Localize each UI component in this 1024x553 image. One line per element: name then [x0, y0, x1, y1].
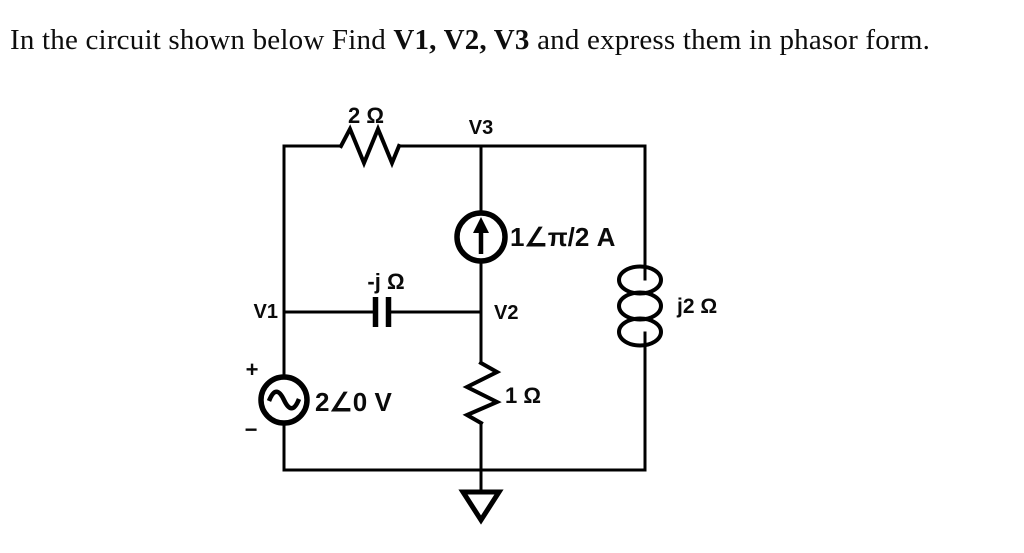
title-bold-variables: V1, V2, V3 [393, 24, 530, 56]
title-prefix: In the circuit shown below Find [10, 24, 394, 56]
label-resistor-2ohm: 2 Ω [348, 103, 384, 128]
title-suffix: and express them in phasor form. [529, 24, 931, 56]
label-inductor: j2 Ω [676, 295, 717, 318]
resistor-1ohm [462, 360, 502, 426]
resistor-2ohm [338, 123, 402, 169]
label-current-source: 1∠π/2 A [510, 222, 616, 252]
current-source [454, 210, 508, 264]
label-voltage-source: 2∠0 V [315, 387, 392, 417]
ground-icon [458, 489, 504, 525]
arrow-up-icon [473, 217, 489, 233]
sine-wave-icon [266, 389, 302, 411]
label-capacitor: -j Ω [367, 269, 404, 294]
label-node-v2: V2 [494, 302, 518, 324]
voltage-source [258, 374, 310, 426]
label-plus-polarity: + [246, 357, 259, 382]
inductor-coil-icon [617, 264, 663, 348]
label-node-v1: V1 [254, 301, 278, 323]
label-resistor-1ohm: 1 Ω [505, 383, 541, 408]
problem-statement: In the circuit shown below Find V1, V2, … [10, 24, 930, 57]
label-minus-polarity: − [245, 417, 258, 442]
capacitor-icon [372, 297, 392, 327]
label-node-v3: V3 [469, 117, 493, 139]
